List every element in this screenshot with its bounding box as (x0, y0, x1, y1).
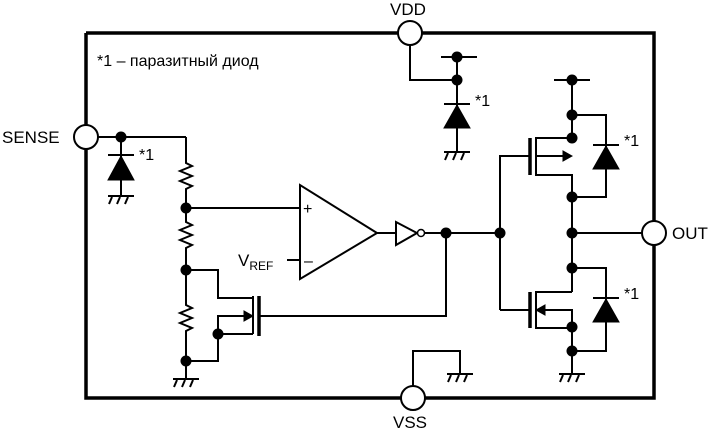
inverter (377, 220, 506, 247)
resistor-divider (173, 160, 300, 388)
ground-icon (108, 195, 134, 205)
sense-network: *1 (98, 131, 187, 205)
output-node (566, 227, 642, 239)
pmos-output: *1 (499, 74, 639, 310)
ground-icon (447, 373, 473, 383)
ground-icon (173, 378, 199, 388)
junction-dot (566, 74, 578, 86)
diode-vdd (443, 103, 471, 129)
diode-nmos (572, 267, 620, 352)
ground-icon (559, 373, 585, 383)
comparator: + – VREF (238, 183, 379, 281)
vss-network (412, 350, 473, 386)
chip-border (84, 31, 656, 400)
junction-dot (566, 321, 578, 333)
diode-note-sense: *1 (139, 147, 154, 164)
junction-dot (451, 74, 463, 86)
nmos-hysteresis (186, 233, 447, 362)
diode-sense (107, 137, 135, 196)
diode-note-pmos: *1 (624, 133, 639, 150)
pin-vss: VSS (393, 385, 427, 432)
pin-out-label: OUT (672, 224, 708, 243)
resistor-r1 (177, 160, 195, 208)
junction-dot (440, 227, 452, 239)
resistor-r2 (177, 208, 195, 270)
ground-icon (444, 151, 470, 161)
comparator-minus-label: – (304, 253, 313, 270)
pin-vdd-label: VDD (390, 0, 426, 19)
vref-sub: REF (249, 259, 273, 273)
vref-label: VREF (238, 251, 273, 273)
pin-out: OUT (641, 220, 708, 246)
resistor-r3 (177, 270, 195, 361)
legend-text: *1 – паразитный диод (97, 53, 259, 70)
diode-pmos (572, 114, 620, 198)
pin-vss-label: VSS (393, 413, 427, 432)
comparator-plus-label: + (303, 201, 312, 218)
vdd-network: *1 (409, 45, 490, 161)
junction-dot (212, 328, 224, 340)
pin-vdd: VDD (390, 0, 426, 46)
pin-sense-label: SENSE (2, 128, 60, 147)
pin-sense: SENSE (2, 124, 99, 150)
diode-note-vdd: *1 (475, 93, 490, 110)
junction-dot (451, 51, 463, 63)
nmos-output: *1 (500, 233, 639, 383)
diode-note-nmos: *1 (624, 286, 639, 303)
vref-main: V (238, 251, 250, 270)
